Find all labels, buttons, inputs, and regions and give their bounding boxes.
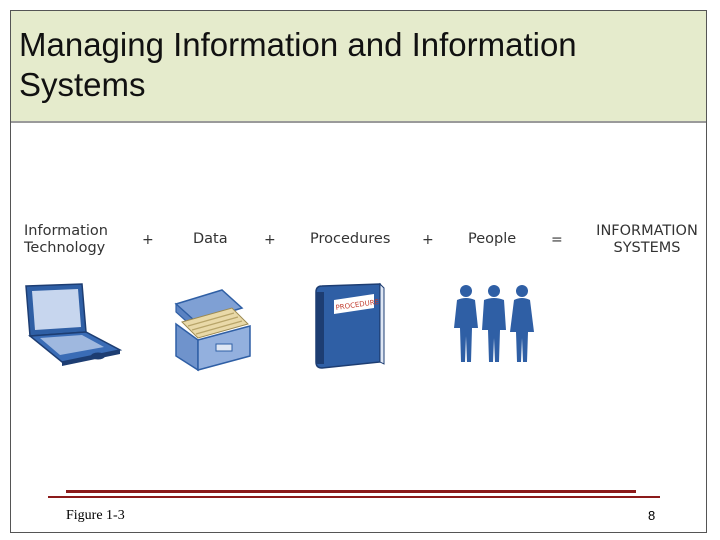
footer-rule-bottom — [48, 496, 660, 498]
footer-rule-top — [66, 490, 636, 493]
label-data: Data — [193, 231, 228, 248]
label-it-line1: Information — [24, 223, 108, 240]
equals-operator: = — [551, 232, 563, 248]
label-information-systems: INFORMATION SYSTEMS — [594, 223, 700, 257]
figure-caption: Figure 1-3 — [66, 508, 125, 524]
label-is-line2: SYSTEMS — [594, 240, 700, 257]
plus-operator-1: + — [142, 232, 154, 248]
label-is-line1: INFORMATION — [594, 223, 700, 240]
plus-operator-2: + — [264, 232, 276, 248]
laptop-icon — [20, 280, 124, 368]
plus-operator-3: + — [422, 232, 434, 248]
label-information-technology: Information Technology — [24, 223, 108, 257]
page-number: 8 — [648, 508, 655, 523]
slide-title: Managing Information and Information Sys… — [19, 25, 689, 105]
file-box-icon — [162, 286, 256, 372]
binder-icon: PROCEDURES — [312, 282, 386, 372]
label-it-line2: Technology — [24, 240, 108, 257]
people-icon — [452, 282, 536, 364]
label-procedures: Procedures — [310, 231, 390, 248]
label-people: People — [468, 231, 516, 248]
